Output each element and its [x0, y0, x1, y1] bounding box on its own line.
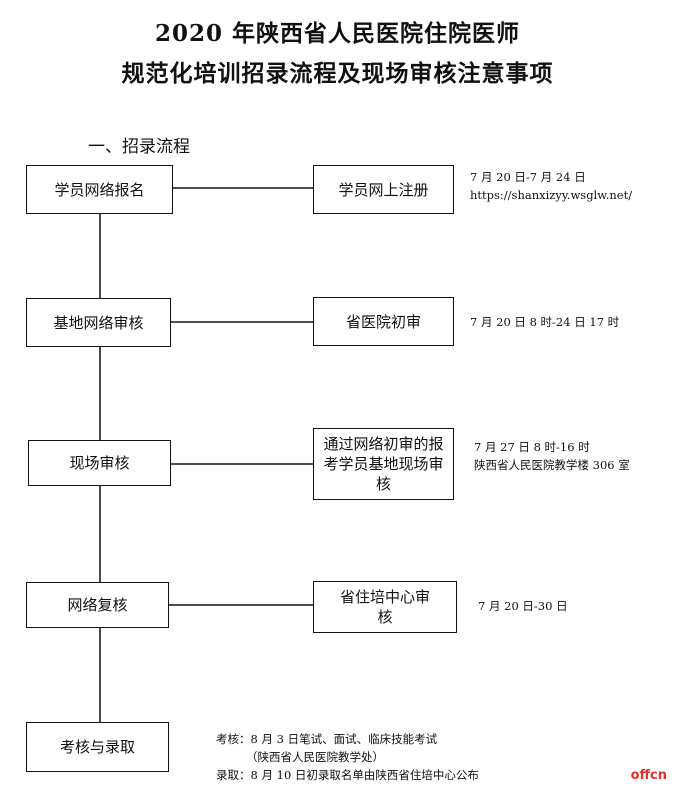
title-line-2: 规范化培训招录流程及现场审核注意事项: [121, 60, 554, 87]
note-line: 7 月 20 日-7 月 24 日: [470, 170, 586, 184]
note-line: 7 月 20 日 8 时-24 日 17 时: [470, 315, 620, 329]
branch-box-online-signup: 学员网上注册: [313, 165, 454, 214]
watermark-logo: offcn: [630, 768, 667, 783]
step-note-3: 7 月 27 日 8 时-16 时 陕西省人民医院教学楼 306 室: [474, 438, 630, 474]
step-label: 基地网络审核: [53, 313, 144, 332]
branch-label: 学员网上注册: [338, 180, 429, 199]
branch-label: 省医院初审: [345, 312, 421, 331]
step-note-2: 7 月 20 日 8 时-24 日 17 时: [470, 313, 619, 331]
step-box-online-recheck: 网络复核: [26, 582, 169, 628]
note-line: 7 月 27 日 8 时-16 时: [474, 440, 590, 454]
note-line: 7 月 20 日-30 日: [478, 599, 568, 613]
branch-box-preliminary-review: 省医院初审: [313, 297, 454, 346]
step-note-1: 7 月 20 日-7 月 24 日 https://shanxizyy.wsgl…: [470, 168, 632, 204]
step-box-onsite-review: 现场审核: [28, 440, 171, 486]
step-note-4: 7 月 20 日-30 日: [478, 597, 568, 615]
step-label: 学员网络报名: [54, 180, 145, 199]
step-note-5: 考核：8 月 3 日笔试、面试、临床技能考试 （陕西省人民医院教学处） 录取：8…: [216, 730, 479, 784]
branch-box-onsite-audit: 通过网络初审的报考学员基地现场审核: [313, 428, 454, 500]
note-line: （陕西省人民医院教学处）: [246, 750, 384, 764]
step-box-registration: 学员网络报名: [26, 165, 173, 214]
note-line: 考核：8 月 3 日笔试、面试、临床技能考试: [216, 732, 438, 746]
section-heading: 一、招录流程: [88, 137, 190, 157]
note-line: https://shanxizyy.wsglw.net/: [470, 188, 633, 202]
step-label: 网络复核: [67, 596, 128, 614]
note-line: 录取：8 月 10 日初录取名单由陕西省住培中心公布: [216, 768, 479, 782]
branch-label: 省住培中心审核: [339, 588, 430, 626]
step-box-base-review: 基地网络审核: [26, 298, 171, 347]
branch-box-center-review: 省住培中心审核: [313, 581, 457, 633]
branch-label: 通过网络初审的报考学员基地现场审核: [323, 435, 444, 493]
title-line-1: 2020 年陕西省人民医院住院医师: [154, 20, 521, 47]
step-label: 考核与录取: [59, 738, 135, 756]
step-label: 现场审核: [69, 454, 130, 472]
step-box-exam-admission: 考核与录取: [26, 722, 169, 772]
note-line: 陕西省人民医院教学楼 306 室: [474, 458, 630, 472]
